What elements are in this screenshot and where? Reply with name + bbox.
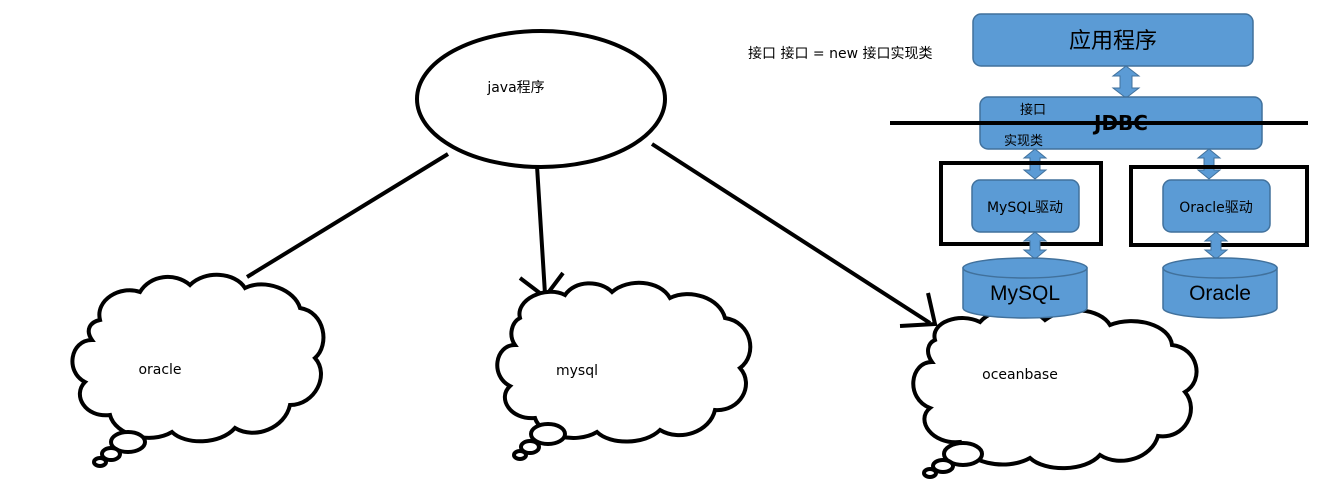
app-label: 应用程序 [1069, 29, 1157, 54]
cloud-oracle [70, 272, 326, 468]
cloud-mysql-label: mysql [556, 363, 598, 379]
cloud-oceanbase-label: oceanbase [982, 367, 1058, 383]
oracle-driver-label: Oracle驱动 [1179, 200, 1253, 216]
formula-text: 接口 接口 = new 接口实现类 [748, 45, 932, 62]
java-program-ellipse [415, 29, 667, 169]
cloud-mysql [495, 280, 753, 461]
cloud-oracle-label: oracle [138, 362, 181, 378]
mysql-driver-box [971, 179, 1080, 233]
double-arrow-app-jdbc [1111, 65, 1141, 99]
mysql-db-label: MySQL [990, 282, 1060, 305]
java-program-label: java程序 [486, 80, 544, 96]
mysql-database-cylinder [962, 257, 1088, 319]
oracle-database-cylinder [1162, 257, 1278, 319]
double-arrow-jdbc-oracle-driver [1196, 148, 1222, 180]
mysql-driver-frame [939, 161, 1103, 246]
cloud-oceanbase [911, 307, 1199, 479]
mysql-driver-label: MySQL驱动 [987, 200, 1063, 216]
arrowhead-oceanbase [899, 292, 938, 328]
connector-to-oceanbase [650, 142, 932, 325]
oracle-db-label: Oracle [1189, 282, 1251, 305]
app-box [972, 13, 1254, 67]
interface-label: 接口 [1020, 102, 1046, 118]
connector-to-mysql [535, 165, 547, 295]
connector-to-oracle [245, 152, 450, 279]
impl-label: 实现类 [1004, 134, 1043, 149]
